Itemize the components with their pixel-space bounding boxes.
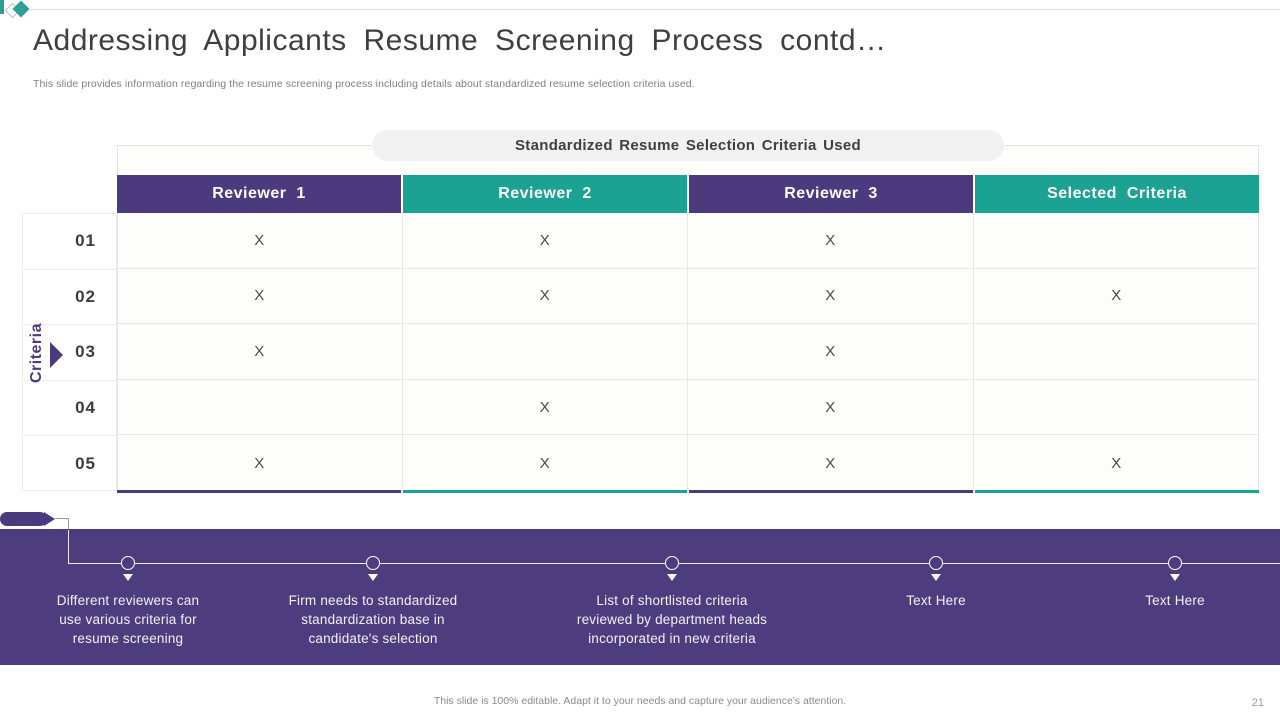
table-cell: X [403,435,688,491]
timeline-text-line: reviewed by department heads [576,612,768,627]
table-cell: X [1111,454,1122,472]
timeline-text-line: standardization base in [301,612,445,627]
column-header-reviewer-1: Reviewer 1 [117,175,401,213]
timeline-node-icon [929,556,943,570]
timeline-item-text: Text Here [1100,591,1250,610]
timeline-text-line: List of shortlisted criteria [596,593,748,608]
table-row: X X X X [117,435,1259,491]
connector-line [68,518,69,530]
table-cell: X [688,213,974,268]
page-number: 21 [1251,697,1264,709]
table-cell [403,324,688,379]
table-cell: X [403,213,688,268]
timeline-pointer-icon [123,574,133,581]
footer-note: This slide is 100% editable. Adapt it to… [433,695,847,707]
page-subtitle: This slide provides information regardin… [33,78,695,90]
table-body: X X X X X X X X X X X X X X X [117,213,1259,491]
timeline-text-line: incorporated in new criteria [588,631,756,646]
table-bottom-border [975,490,1259,493]
table-row: X X [117,379,1260,436]
row-number: 05 [75,454,96,474]
table-bottom-border [403,490,687,493]
table-cell: X [117,324,403,379]
timeline-pointer-icon [667,574,677,581]
column-header-selected-criteria: Selected Criteria [975,175,1259,213]
timeline-pointer-icon [931,574,941,581]
timeline-banner: Different reviewers can use various crit… [0,529,1280,665]
table-cell [117,379,403,435]
table-cell: X [688,435,974,491]
timeline-text-line: Firm needs to standardized [288,593,458,608]
timeline-item-text: Different reviewers can use various crit… [33,591,223,648]
table-caption: Standardized Resume Selection Criteria U… [372,130,1004,161]
table-cell: X [1111,287,1122,305]
row-number-column: 01 02 03 04 05 [22,213,117,491]
table-cell: X [688,379,974,435]
table-cell: X [117,213,403,268]
timeline-text-line: Different reviewers can [56,593,200,608]
column-header-reviewer-3: Reviewer 3 [689,175,973,213]
row-number: 02 [23,270,116,326]
timeline-text-line: Text Here [1145,593,1205,608]
table-bottom-border [117,490,401,493]
table-cell: X [403,379,688,435]
page-title: Addressing Applicants Resume Screening P… [33,24,887,57]
row-number: 03 [23,325,116,381]
table-cell: X [688,324,974,379]
table-cell: X [117,268,403,324]
criteria-arrow-icon [50,342,63,368]
table-row: X X X X [117,268,1259,325]
connector-line [68,530,69,564]
table-cell [974,380,1260,435]
timeline-text-line: use various criteria for [59,612,197,627]
timeline-node-icon [366,556,380,570]
table-bottom-border [689,490,973,493]
timeline-node-icon [1168,556,1182,570]
table-cell: X [403,268,688,324]
timeline-item-text: Text Here [861,591,1011,610]
table-cell: X [688,268,974,324]
table-cell: X [117,435,403,491]
corner-accent-bar [0,0,4,14]
row-number: 01 [23,214,116,270]
table-row: X X X [117,213,1259,269]
table-cell [974,213,1260,268]
timeline-item-text: Firm needs to standardized standardizati… [268,591,478,648]
criteria-axis-label: Criteria [28,322,45,384]
top-divider-line [30,9,1280,10]
timeline-item-text: List of shortlisted criteria reviewed by… [557,591,787,648]
timeline-text-line: candidate's selection [308,631,438,646]
timeline-text-line: Text Here [906,593,966,608]
timeline-node-icon [121,556,135,570]
timeline-pointer-icon [1170,574,1180,581]
timeline-text-line: resume screening [72,631,184,646]
timeline-node-icon [665,556,679,570]
column-header-reviewer-2: Reviewer 2 [403,175,687,213]
connector-arrow-bar [0,512,47,526]
table-cell [974,324,1260,379]
table-row: X X [117,324,1259,380]
timeline-pointer-icon [368,574,378,581]
row-number: 04 [23,381,116,437]
connector-arrow-tip-icon [44,512,55,526]
connector-line [55,518,69,519]
